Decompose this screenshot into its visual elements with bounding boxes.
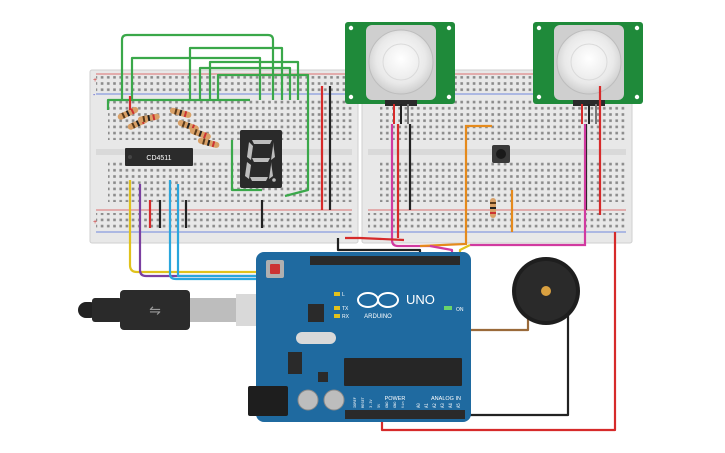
green-wires[interactable] bbox=[106, 33, 310, 198]
seven-segment-display[interactable] bbox=[240, 130, 282, 188]
pulldown-resistor[interactable] bbox=[490, 198, 496, 218]
resistor-array[interactable] bbox=[117, 106, 220, 149]
rx-led-label: RX bbox=[342, 314, 350, 320]
svg-text:+: + bbox=[93, 219, 97, 226]
l-led bbox=[334, 292, 340, 296]
rx-led bbox=[334, 314, 340, 318]
analog-label: ANALOG IN bbox=[431, 396, 461, 402]
l-led-label: L bbox=[342, 292, 345, 298]
pin-label: GND bbox=[385, 402, 389, 409]
tx-led-label: TX bbox=[342, 306, 349, 312]
pin-label: A0 bbox=[416, 403, 421, 408]
piezo-buzzer[interactable] bbox=[512, 257, 580, 325]
on-led bbox=[444, 306, 452, 310]
chip-label: CD4511 bbox=[146, 155, 171, 162]
arduino-brand: ARDUINO bbox=[364, 314, 392, 320]
pin-label: A2 bbox=[432, 403, 437, 408]
right-board-wires[interactable] bbox=[390, 86, 602, 248]
arduino-model: UNO bbox=[406, 292, 435, 307]
pin-label: 5V bbox=[377, 403, 381, 408]
pir-sensor-right[interactable] bbox=[533, 22, 643, 124]
pin-label: RESET bbox=[361, 396, 365, 408]
power-label: POWER bbox=[385, 396, 406, 402]
svg-text:+: + bbox=[93, 77, 97, 84]
pin-label: A1 bbox=[424, 403, 429, 408]
arduino-uno-board[interactable]: ARDUINO UNO ON L TX RX POWER ANALOG IN I… bbox=[248, 252, 471, 422]
power-pin-labels: IOREF RESET 3.3V 5V GND GND Vin bbox=[353, 396, 405, 408]
pin-label: A4 bbox=[448, 403, 453, 408]
pin-label: Vin bbox=[401, 402, 405, 409]
on-led-label: ON bbox=[456, 307, 464, 313]
pin-label: A5 bbox=[456, 403, 461, 408]
pin-label: GND bbox=[393, 402, 397, 409]
left-board-wires[interactable] bbox=[128, 86, 332, 228]
cd4511-chip[interactable]: CD4511 bbox=[125, 148, 193, 166]
push-button[interactable] bbox=[492, 145, 510, 163]
tx-led bbox=[334, 306, 340, 310]
arduino-logo bbox=[357, 292, 399, 308]
pin-label: IOREF bbox=[353, 397, 357, 408]
breadboard-left[interactable]: + - + bbox=[89, 69, 359, 244]
usb-cable[interactable]: ⇋ bbox=[78, 290, 262, 330]
pin-label: A3 bbox=[440, 403, 445, 408]
analog-pin-labels: A0 A1 A2 A3 A4 A5 bbox=[416, 403, 461, 408]
pin-label: 3.3V bbox=[369, 399, 373, 408]
svg-text:⇋: ⇋ bbox=[149, 303, 161, 319]
svg-text:-: - bbox=[93, 92, 96, 99]
pir-sensor-left[interactable] bbox=[345, 22, 455, 124]
